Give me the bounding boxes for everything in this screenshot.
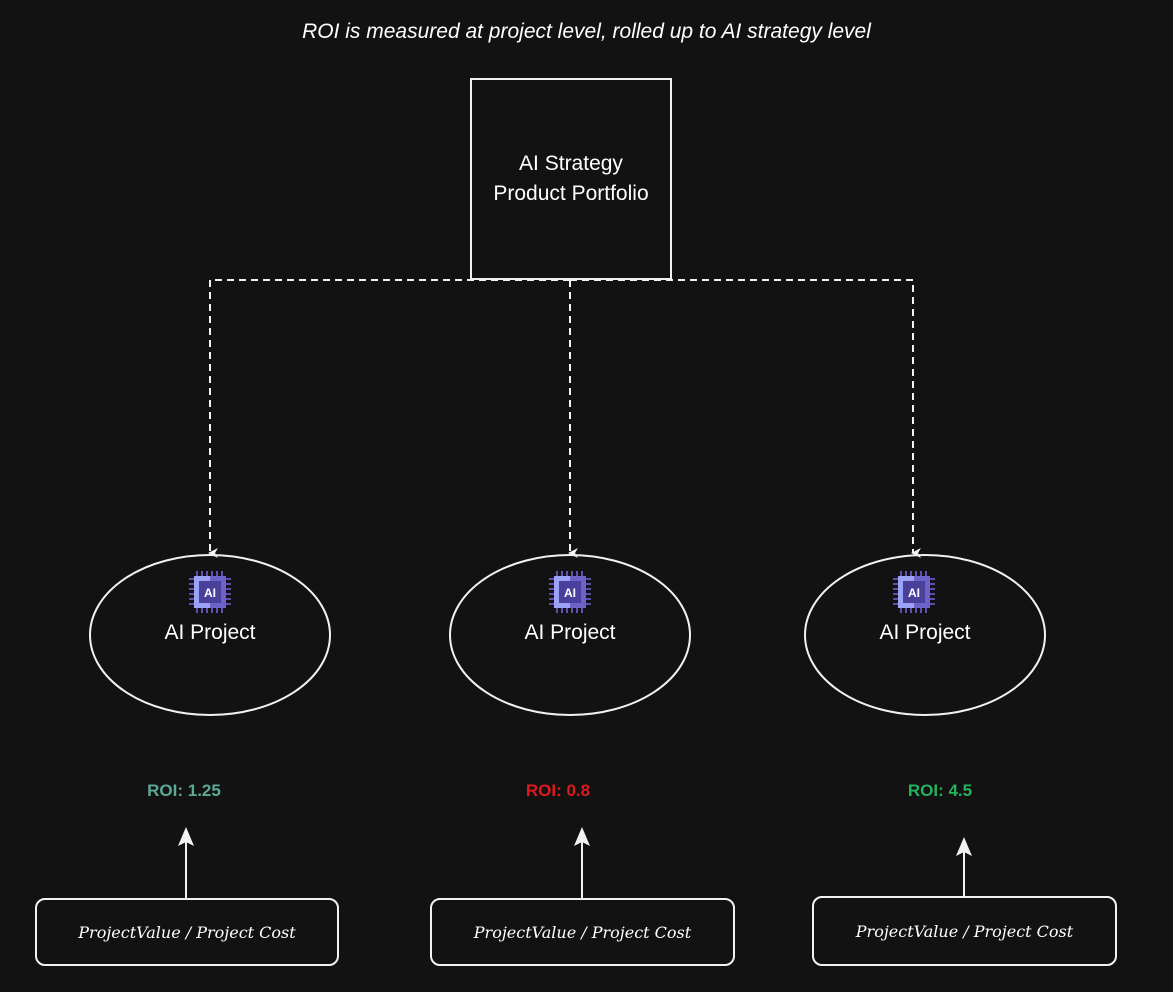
dashed-connector-1 (208, 279, 570, 558)
ai-chip-icon: AI (189, 571, 231, 613)
project-label-2: AI Project (524, 621, 616, 644)
svg-text:AI: AI (204, 586, 216, 600)
arrow-head-3 (956, 837, 972, 856)
project-label-3: AI Project (879, 621, 971, 644)
strategy-portfolio-node[interactable]: AI Strategy Product Portfolio (470, 78, 672, 280)
arrow-head-1 (178, 827, 194, 846)
roi-label-2: ROI: 0.8 (525, 781, 591, 800)
svg-text:AI: AI (908, 586, 920, 600)
roi-label-3: ROI: 4.5 (907, 781, 973, 800)
project-label-1: AI Project (164, 621, 256, 644)
ai-chip-icon: AI (549, 571, 591, 613)
ai-chip-icon: AI (893, 571, 935, 613)
dashed-connector-3 (570, 279, 921, 558)
diagram-title: ROI is measured at project level, rolled… (302, 20, 871, 43)
roi-label-1: ROI: 1.25 (147, 781, 221, 800)
svg-text:AI: AI (564, 586, 576, 600)
arrow-head-2 (574, 827, 590, 846)
project-node-1[interactable] (89, 554, 331, 716)
formula-box-1[interactable]: ProjectValue / Project Cost (35, 898, 339, 966)
formula-box-2[interactable]: ProjectValue / Project Cost (430, 898, 735, 966)
project-node-3[interactable] (804, 554, 1046, 716)
project-node-2[interactable] (449, 554, 691, 716)
strategy-line-1: AI Strategy (519, 152, 623, 175)
formula-box-3[interactable]: ProjectValue / Project Cost (812, 896, 1117, 966)
strategy-line-2: Product Portfolio (493, 182, 649, 205)
